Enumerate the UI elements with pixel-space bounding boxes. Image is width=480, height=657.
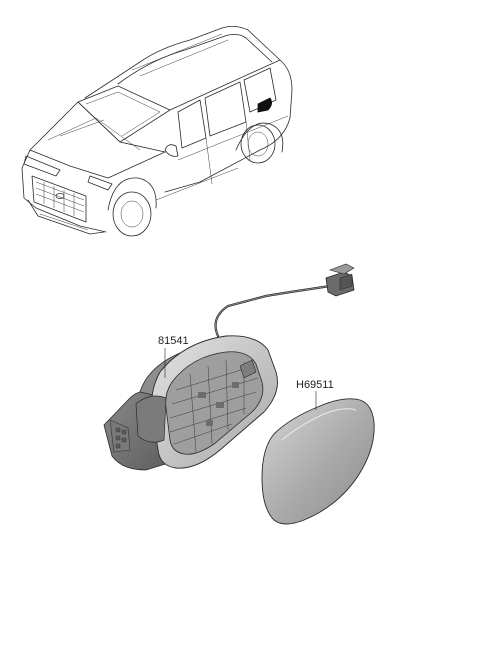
part-label-81541: 81541 — [158, 335, 189, 347]
wire-harness-connector — [214, 263, 355, 338]
part-label-H69511: H69511 — [296, 379, 334, 391]
fuel-door-cover — [261, 398, 375, 525]
fuel-door-highlight — [257, 97, 272, 113]
vehicle-suv-illustration — [21, 26, 293, 237]
fuel-door-housing — [103, 335, 278, 471]
